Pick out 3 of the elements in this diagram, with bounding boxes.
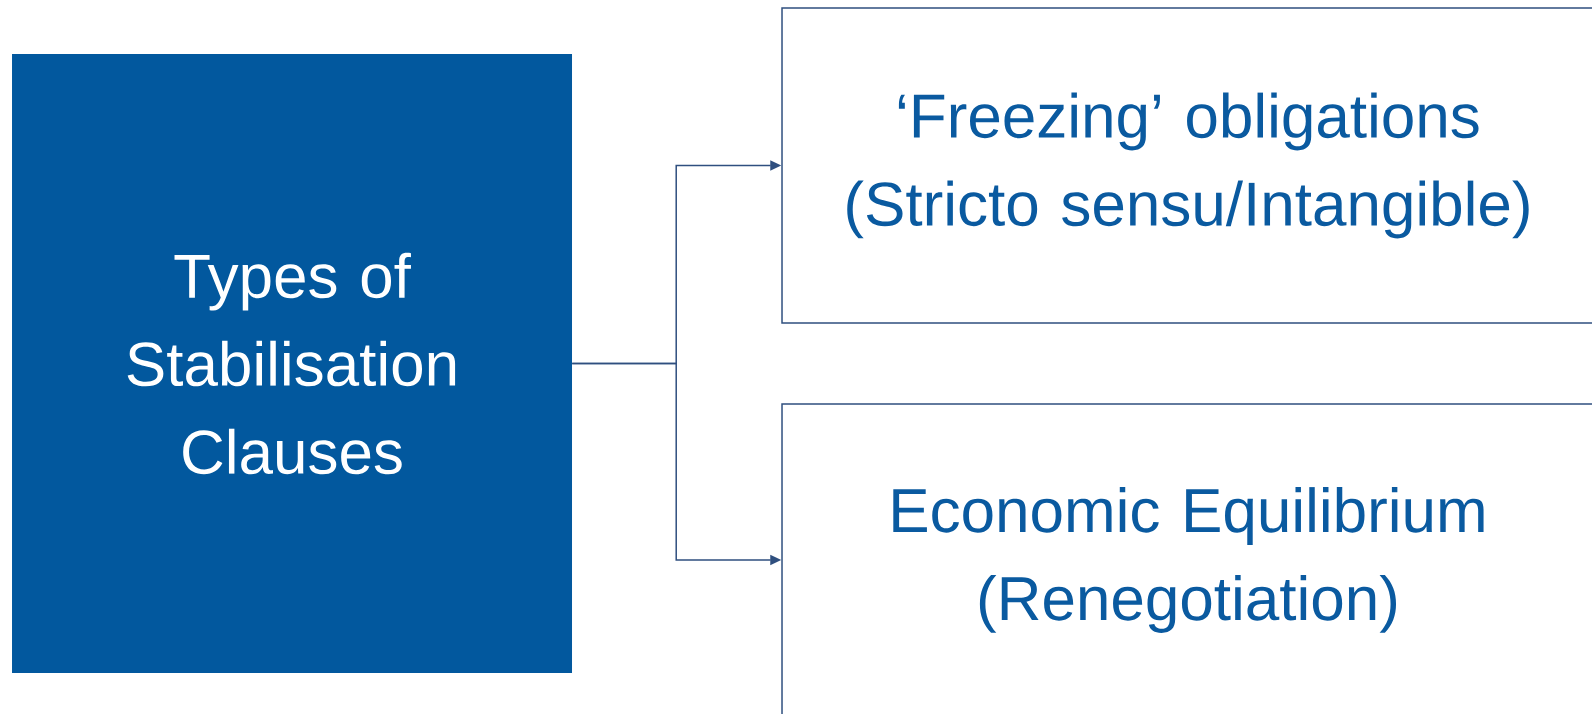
category-box: Types of Stabilisation Clauses xyxy=(12,54,572,673)
type-box: Economic Equilibrium (Renegotiation) xyxy=(781,403,1592,714)
type-box: ‘Freezing’ obligations (Stricto sensu/Intangible) xyxy=(781,7,1592,324)
